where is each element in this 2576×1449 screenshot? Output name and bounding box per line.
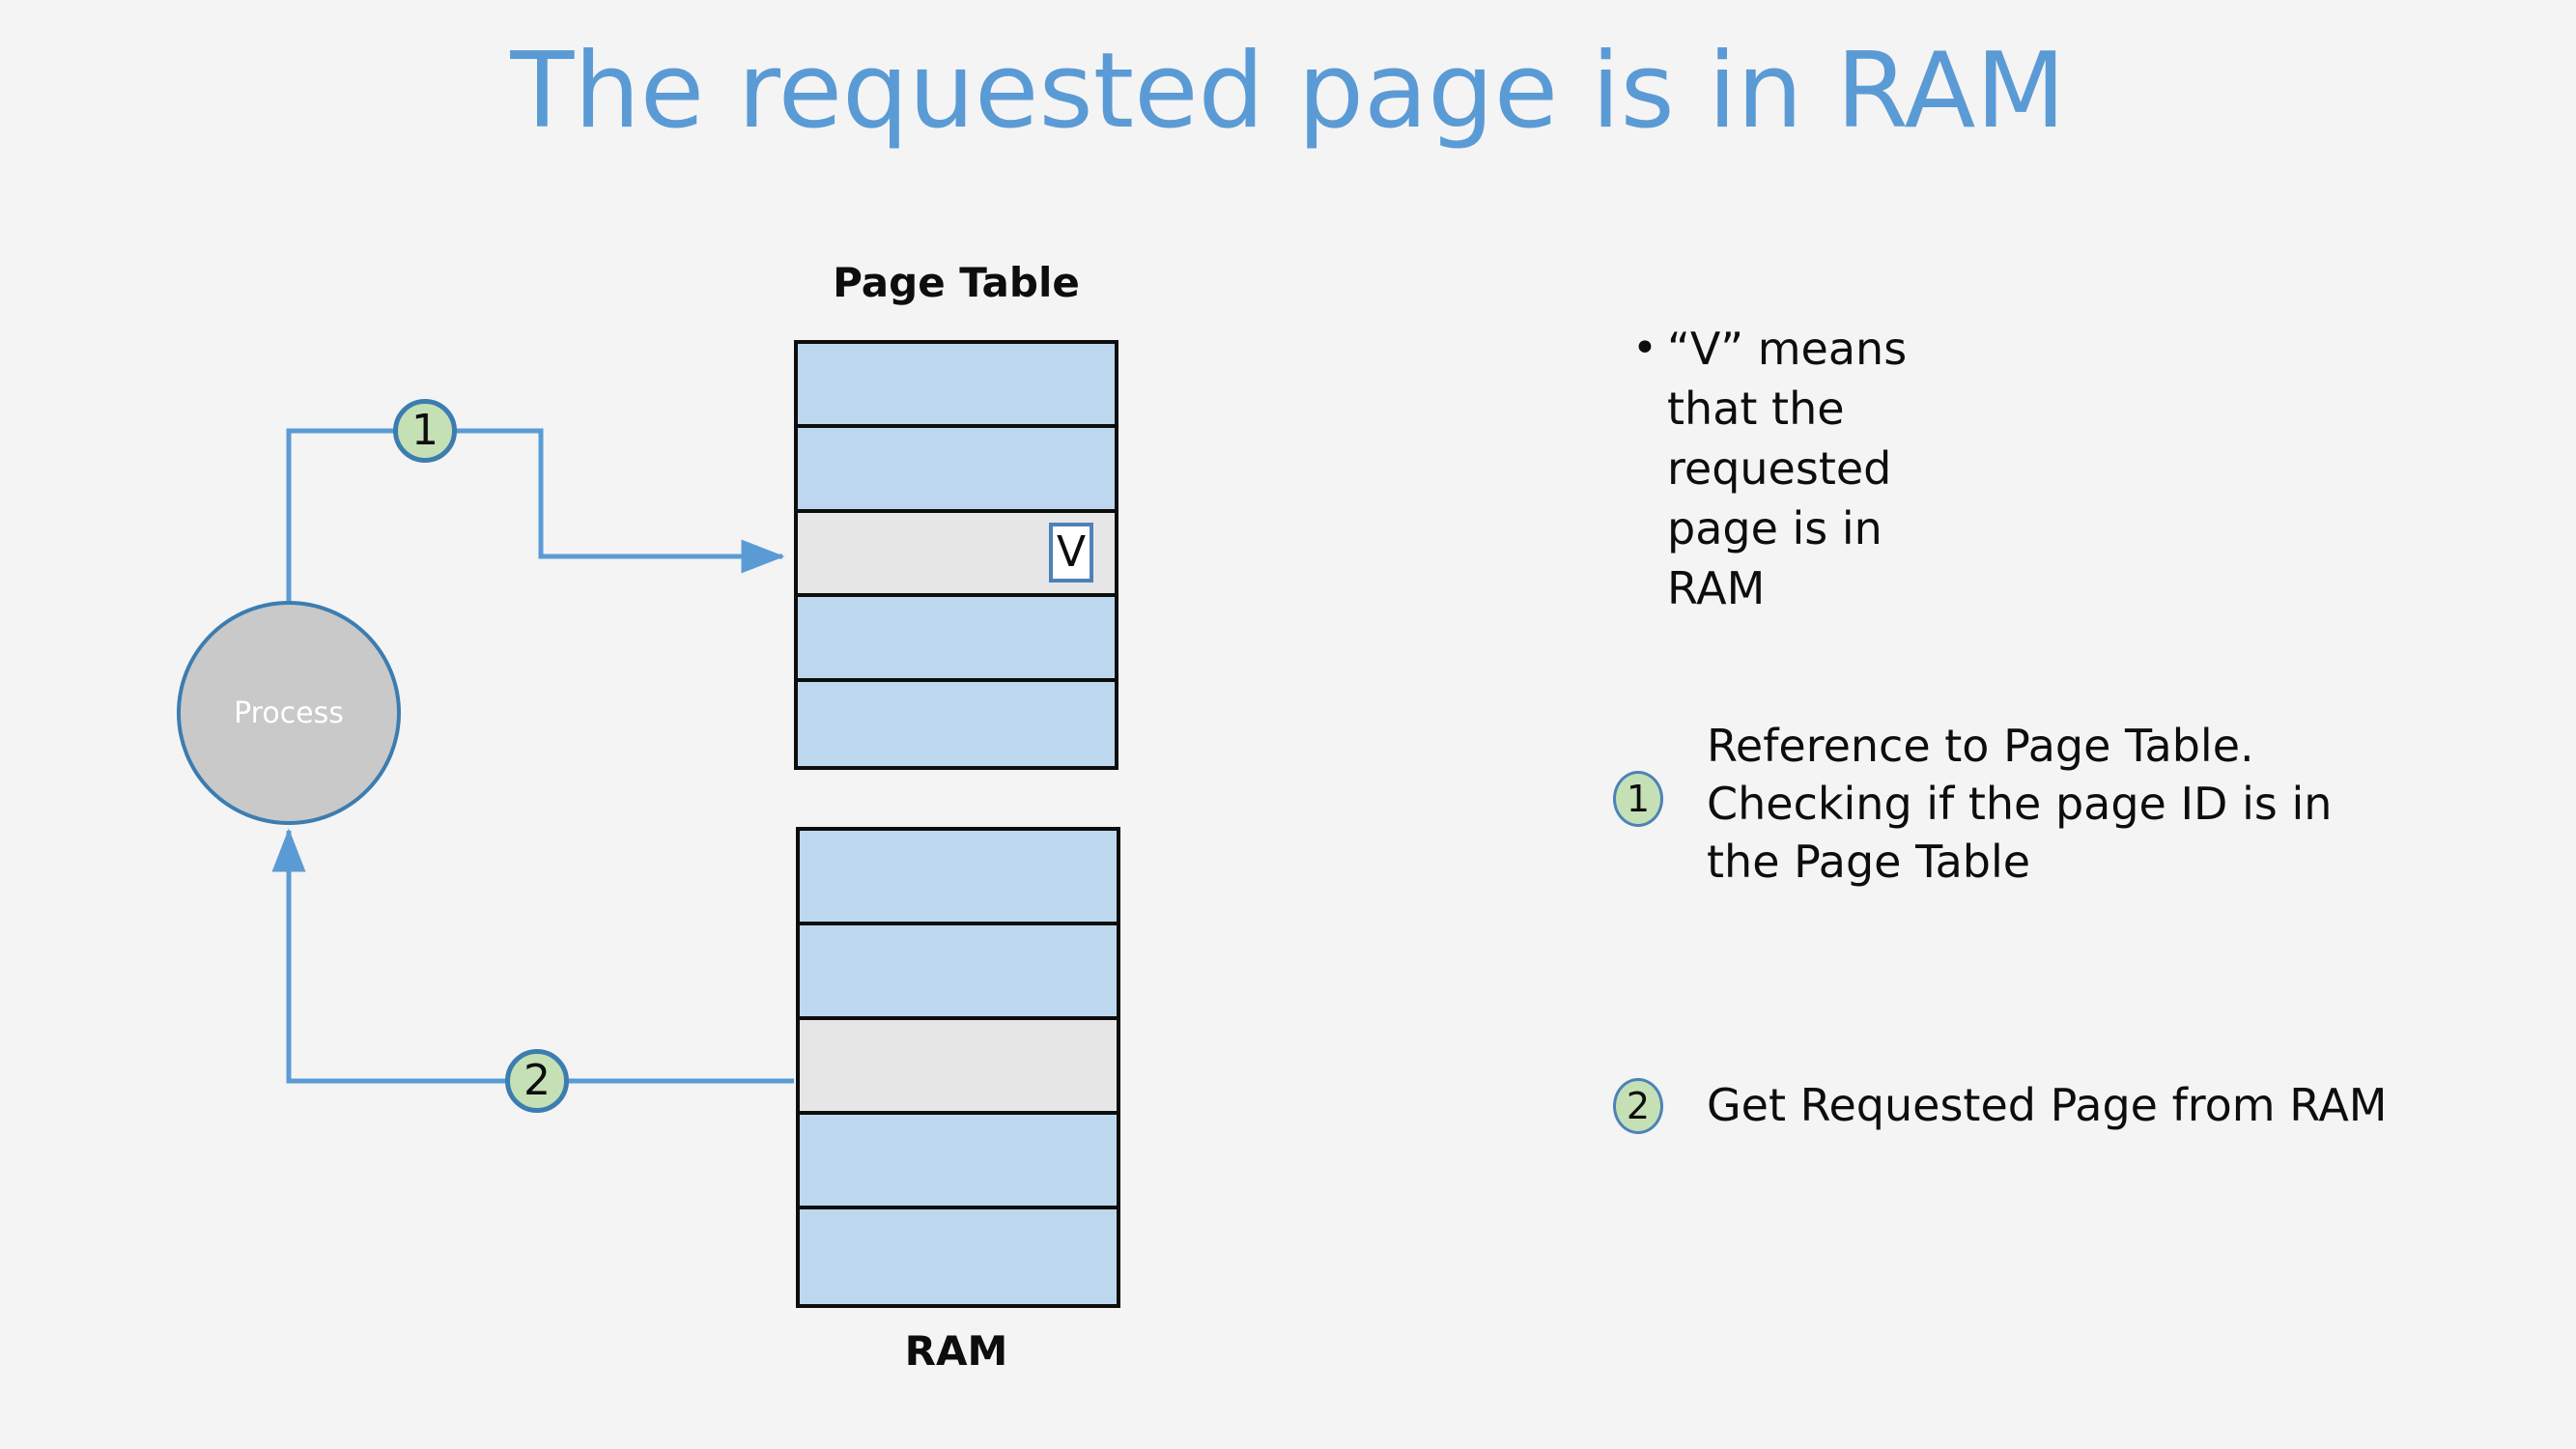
process-node-label: Process [234, 696, 344, 730]
step-marker-1: 1 [393, 399, 457, 463]
page-table-row-highlighted: V [798, 512, 1115, 598]
legend-badge-1: 1 [1613, 771, 1663, 827]
page-table-row [798, 681, 1115, 766]
ram-row-highlighted [800, 1020, 1117, 1115]
legend-badge-2: 2 [1613, 1078, 1663, 1134]
legend-text-1: Reference to Page Table. Checking if the… [1707, 720, 2333, 888]
step-marker-2: 2 [505, 1049, 569, 1113]
ram-row [800, 831, 1117, 925]
ram-label: RAM [904, 1327, 1008, 1375]
legend-item-2: 2 Get Requested Page from RAM [1613, 1076, 2482, 1134]
page-table-block: V [794, 340, 1118, 770]
valid-flag-box: V [1049, 523, 1093, 583]
connector-ram-to-process [271, 828, 794, 1084]
ram-row [800, 1209, 1117, 1304]
bullet-text: “V” means that the requested page is in … [1667, 323, 1908, 614]
ram-row [800, 925, 1117, 1020]
ram-row [800, 1115, 1117, 1209]
page-table-label: Page Table [833, 259, 1080, 306]
legend-text-2: Get Requested Page from RAM [1707, 1079, 2388, 1131]
page-title: The requested page is in RAM [510, 31, 2066, 152]
bullet-dot-icon: • [1632, 324, 1657, 373]
legend-item-1: 1 Reference to Page Table. Checking if t… [1613, 717, 2405, 891]
page-table-row [798, 428, 1115, 513]
page-table-row [798, 344, 1115, 429]
ram-block [796, 827, 1120, 1308]
process-node: Process [177, 601, 401, 825]
connector-layer [271, 428, 794, 1084]
paging-diagram: Page Table V RAM Process 1 2 [177, 259, 1120, 1375]
content-column: • “V” means that the requested page is i… [1603, 0, 2576, 1449]
bullet-item: • “V” means that the requested page is i… [1632, 319, 1980, 618]
page-table-row [798, 597, 1115, 682]
connector-process-to-page-table [286, 428, 785, 601]
